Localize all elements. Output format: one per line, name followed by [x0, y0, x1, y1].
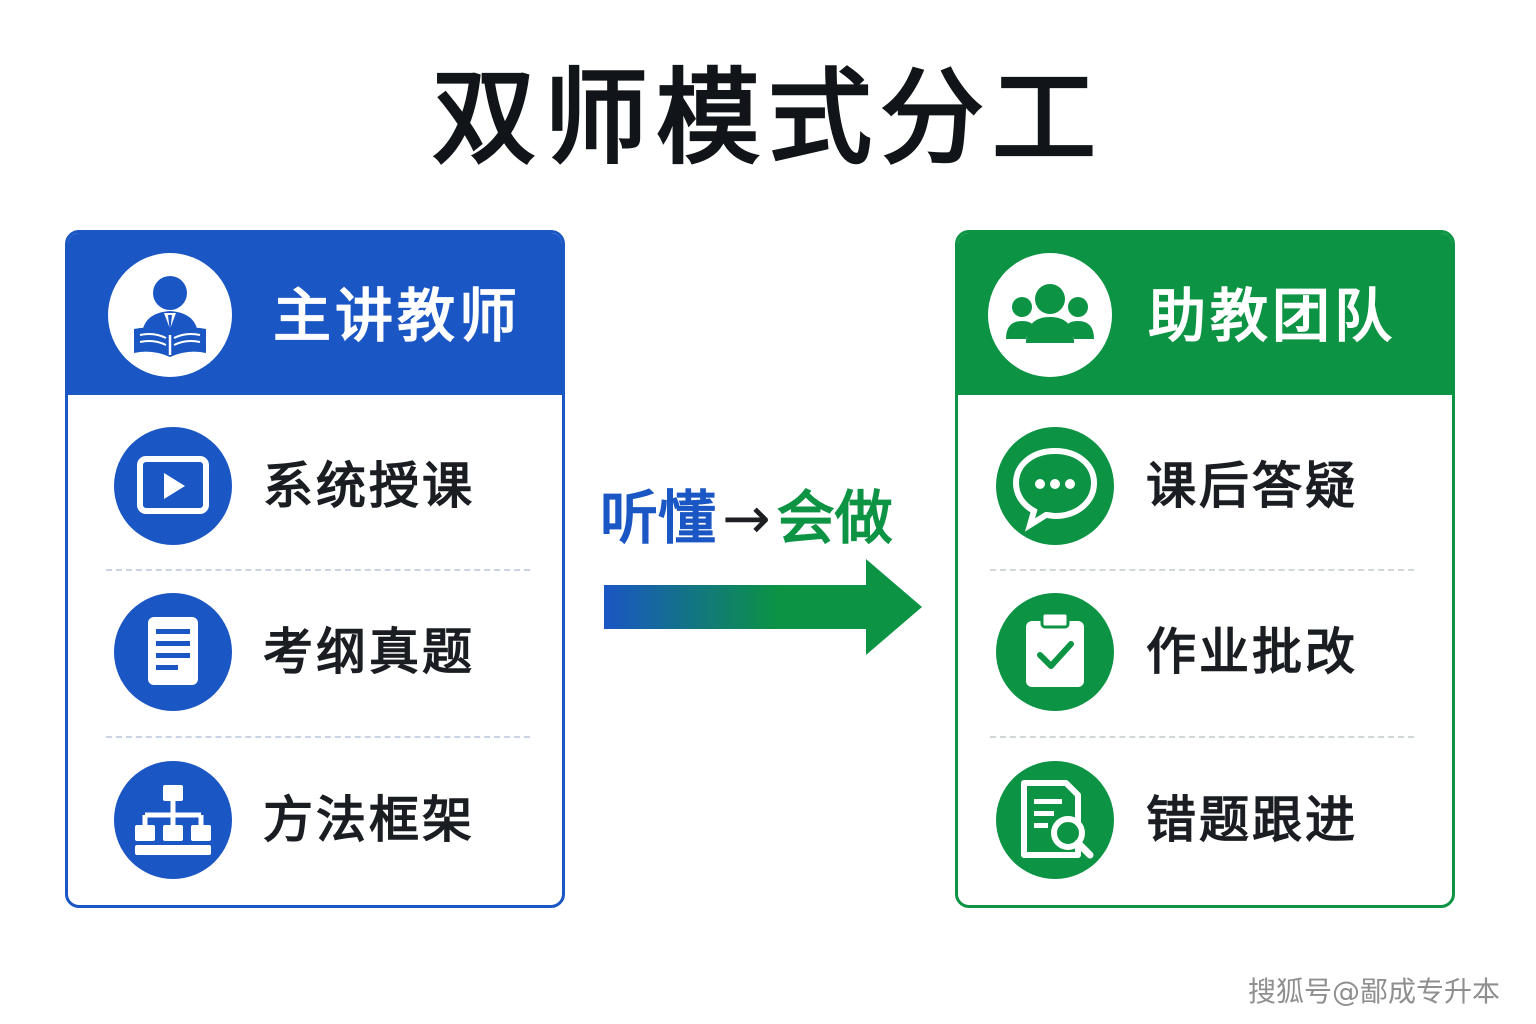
- item-label-grading: 作业批改: [1146, 623, 1358, 681]
- divider: [990, 736, 1414, 738]
- assistant-team-header: 助教团队: [958, 233, 1452, 395]
- item-label-method: 方法框架: [263, 791, 475, 849]
- video-play-icon: [114, 427, 232, 545]
- list-item: 错题跟进: [958, 745, 1452, 895]
- lead-teacher-title: 主讲教师: [273, 282, 522, 350]
- team-icon: [988, 253, 1112, 377]
- chat-bubble-icon: [996, 427, 1114, 545]
- to-text: 会做: [776, 484, 893, 552]
- hierarchy-icon: [114, 761, 232, 879]
- list-item: 方法框架: [68, 745, 562, 895]
- list-item: 系统授课: [68, 411, 562, 561]
- from-text: 听懂: [600, 484, 717, 552]
- assistant-team-title: 助教团队: [1148, 282, 1397, 350]
- list-item: 课后答疑: [958, 411, 1452, 561]
- page-title: 双师模式分工: [431, 57, 1104, 179]
- list-item: 考纲真题: [68, 577, 562, 727]
- item-label-qa: 课后答疑: [1146, 457, 1358, 515]
- divider: [106, 736, 530, 738]
- clipboard-check-icon: [996, 593, 1114, 711]
- assistant-team-card: 助教团队 课后答疑 作业批改: [955, 230, 1455, 908]
- gradient-arrow-icon: [604, 559, 922, 655]
- teacher-reading-icon: [108, 253, 232, 377]
- divider: [990, 569, 1414, 571]
- item-label-mistakes: 错题跟进: [1146, 791, 1358, 849]
- watermark: 搜狐号@鄙成专升本: [1247, 975, 1500, 1008]
- item-label-exam: 考纲真题: [263, 623, 475, 681]
- transition-label: 听懂→会做: [600, 478, 940, 558]
- list-item: 作业批改: [958, 577, 1452, 727]
- divider: [106, 569, 530, 571]
- item-label-teaching: 系统授课: [263, 457, 475, 515]
- document-icon: [114, 593, 232, 711]
- arrow-glyph: →: [722, 484, 771, 552]
- document-search-icon: [996, 761, 1114, 879]
- lead-teacher-header: 主讲教师: [68, 233, 562, 395]
- lead-teacher-card: 主讲教师 系统授课 考纲真题: [65, 230, 565, 908]
